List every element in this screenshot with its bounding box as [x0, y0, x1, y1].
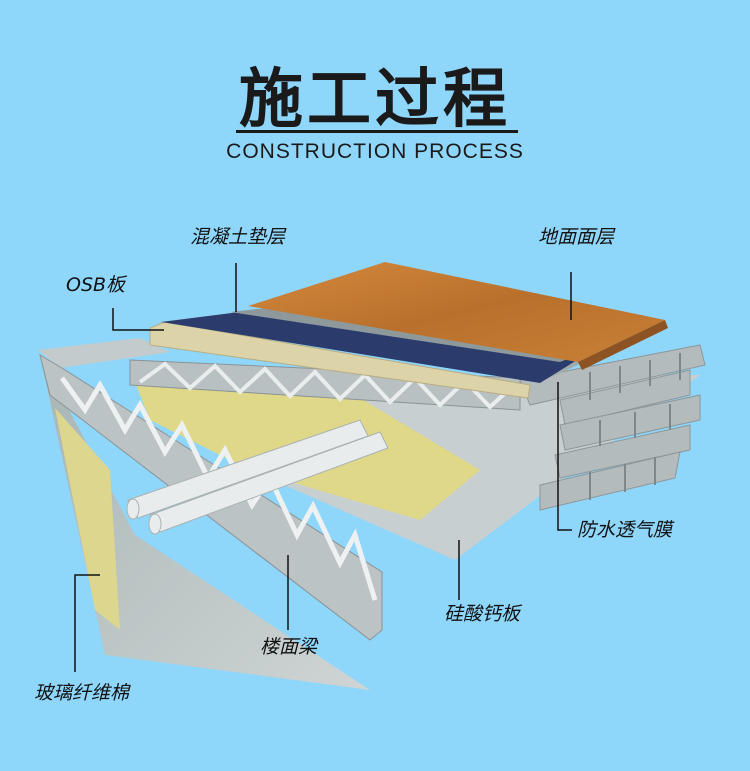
page-title: 施工过程: [239, 63, 511, 137]
page-subtitle: CONSTRUCTION PROCESS: [226, 140, 524, 163]
label-floor-surface: 地面面层: [538, 226, 615, 248]
label-osb: OSB板: [66, 274, 126, 296]
wood-floor-edge: [578, 320, 668, 370]
joist-webs: [589, 353, 681, 500]
floor-beam-webs: [59, 376, 378, 601]
waterproof-membrane: [162, 312, 590, 383]
label-floor-beam: 楼面梁: [260, 636, 318, 658]
wall-panel: [40, 355, 370, 690]
inner-truss-webs: [138, 361, 517, 410]
leader-lines: [74, 263, 572, 672]
label-membrane: 防水透气膜: [577, 519, 673, 541]
label-calcium-board: 硅酸钙板: [444, 603, 521, 625]
floor-joists: [519, 344, 706, 511]
glass-wool-insulation: [55, 408, 120, 630]
service-pipes: [126, 419, 389, 535]
label-glass-wool: 玻璃纤维棉: [34, 682, 130, 704]
label-concrete: 混凝土垫层: [190, 226, 286, 248]
rim-truss-top: [38, 338, 170, 368]
wood-floor-surface: [248, 262, 665, 362]
osb-board-layer: [149, 321, 531, 399]
title-underline: [236, 130, 518, 133]
